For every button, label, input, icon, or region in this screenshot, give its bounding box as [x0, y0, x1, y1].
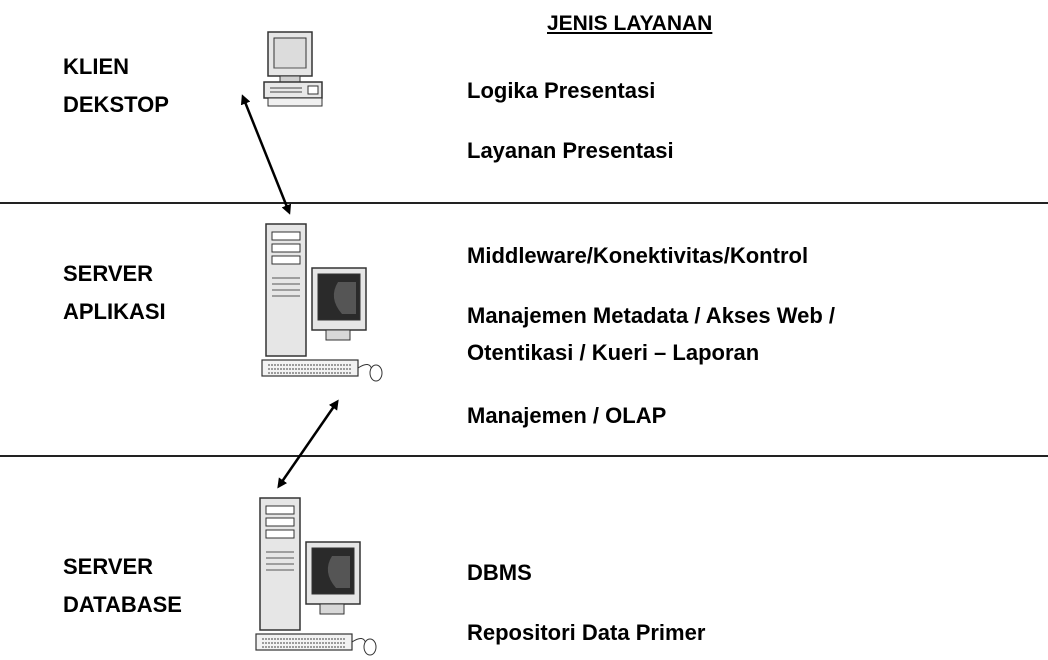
tier-label-line: SERVER: [63, 261, 154, 286]
service-item: DBMS: [467, 560, 532, 585]
service-item: Middleware/Konektivitas/Kontrol: [467, 243, 809, 268]
tower-server-icon: [261, 223, 383, 382]
tier-label-app-server: SERVER APLIKASI: [63, 255, 166, 331]
tier-label-line: KLIEN: [63, 54, 129, 79]
services-heading: JENIS LAYANAN: [547, 12, 713, 35]
double-arrow: [240, 94, 292, 215]
tier-label-line: SERVER: [63, 554, 154, 579]
service-item: Otentikasi / Kueri – Laporan: [467, 340, 760, 365]
tier-divider: [0, 455, 1048, 457]
desktop-computer-icon: [263, 31, 323, 107]
tier-label-line: DATABASE: [63, 592, 182, 617]
tower-server-icon: [255, 497, 377, 656]
tier-label-line: APLIKASI: [63, 299, 166, 324]
service-item: Repositori Data Primer: [467, 620, 706, 645]
service-item: Manajemen Metadata / Akses Web /: [467, 303, 836, 328]
tier-label-db-server: SERVER DATABASE: [63, 548, 182, 624]
tier-divider: [0, 202, 1048, 204]
tier-label-line: DEKSTOP: [63, 92, 169, 117]
service-item: Logika Presentasi: [467, 78, 656, 103]
service-item: Layanan Presentasi: [467, 138, 674, 163]
tier-label-client: KLIEN DEKSTOP: [63, 48, 169, 124]
double-arrow: [277, 399, 339, 489]
service-item: Manajemen / OLAP: [467, 403, 667, 428]
